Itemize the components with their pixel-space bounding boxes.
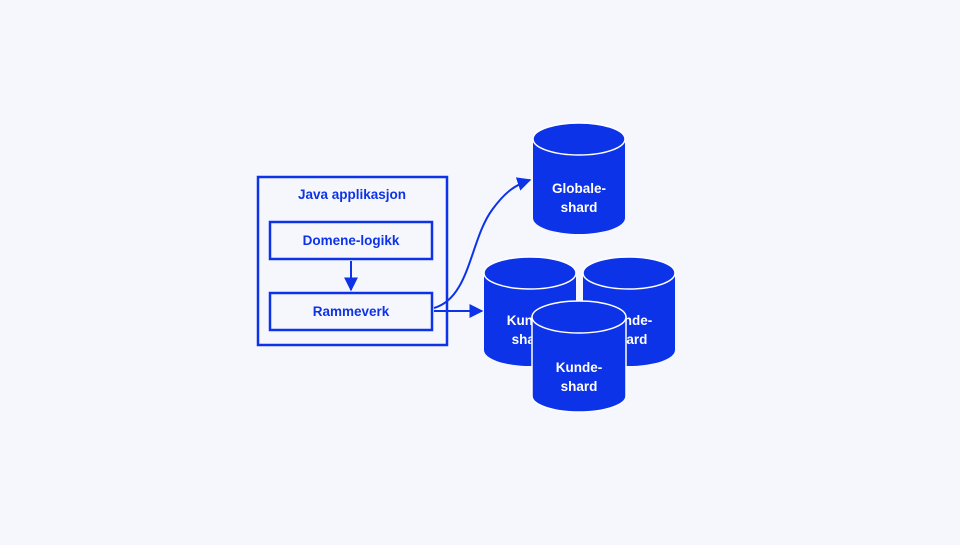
java-application-box <box>256 175 449 347</box>
framework-label: Rammeverk <box>313 304 390 319</box>
domain-logic-box <box>268 220 434 261</box>
customer-shard-front-top <box>531 300 627 334</box>
global-shard-database: Globale- shard <box>532 122 626 234</box>
java-application-title: Java applikasjon <box>298 187 406 202</box>
customer-shard-right-top <box>582 256 676 290</box>
global-shard-body <box>533 139 625 234</box>
customer-shard-front-label-line2: shard <box>561 379 598 394</box>
customer-shard-database-front: Kunde- shard <box>531 300 627 413</box>
customer-shard-front-body <box>531 316 627 413</box>
framework-box <box>268 291 434 332</box>
global-shard-label-line2: shard <box>561 200 598 215</box>
global-shard-label-line1: Globale- <box>552 181 606 196</box>
global-shard-top <box>532 122 626 156</box>
domain-logic-label: Domene-logikk <box>303 233 400 248</box>
arrow-framework-to-global-shard <box>433 177 532 309</box>
customer-shard-front-label-line1: Kunde- <box>556 360 603 375</box>
customer-shard-left-top <box>483 256 577 290</box>
